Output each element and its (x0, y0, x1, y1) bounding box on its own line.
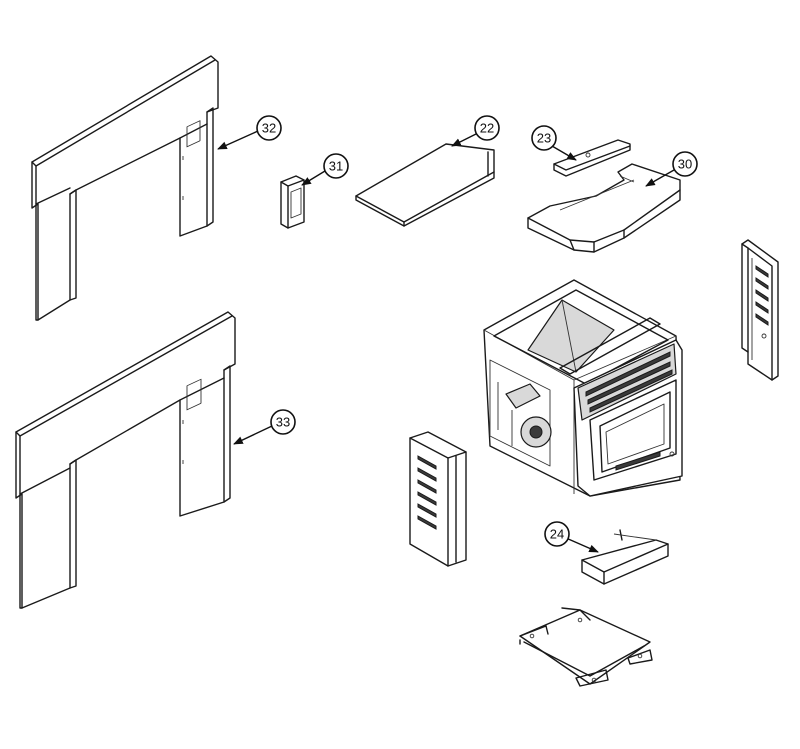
side-panel-left (409, 431, 467, 567)
svg-text:30: 30 (678, 157, 692, 172)
svg-text:24: 24 (550, 527, 564, 542)
callout-33: 33 (233, 409, 296, 445)
top-plate-part (553, 139, 631, 177)
svg-text:31: 31 (329, 159, 343, 174)
ash-tray-part (581, 529, 669, 585)
svg-text:22: 22 (480, 121, 494, 136)
svg-text:23: 23 (537, 131, 551, 146)
callout-31: 31 (301, 153, 349, 186)
side-panel-right (741, 239, 779, 381)
callout-23: 23 (531, 125, 577, 161)
surround-panel-upper (31, 55, 219, 321)
vent-slots-left (417, 455, 437, 530)
vent-slots-right (755, 265, 769, 326)
callout-32: 32 (217, 115, 282, 150)
surround-panel-lower (15, 311, 236, 609)
svg-text:33: 33 (276, 415, 290, 430)
svg-text:32: 32 (262, 121, 276, 136)
callout-22: 22 (451, 115, 500, 147)
base-frame-part (519, 607, 653, 687)
small-bracket-part (280, 175, 305, 229)
callout-24: 24 (544, 521, 599, 553)
grille-pattern (585, 351, 673, 413)
top-cover-part (527, 163, 681, 253)
deflector-plate-part (355, 143, 495, 227)
stove-body (483, 279, 683, 497)
callout-30: 30 (645, 151, 698, 187)
